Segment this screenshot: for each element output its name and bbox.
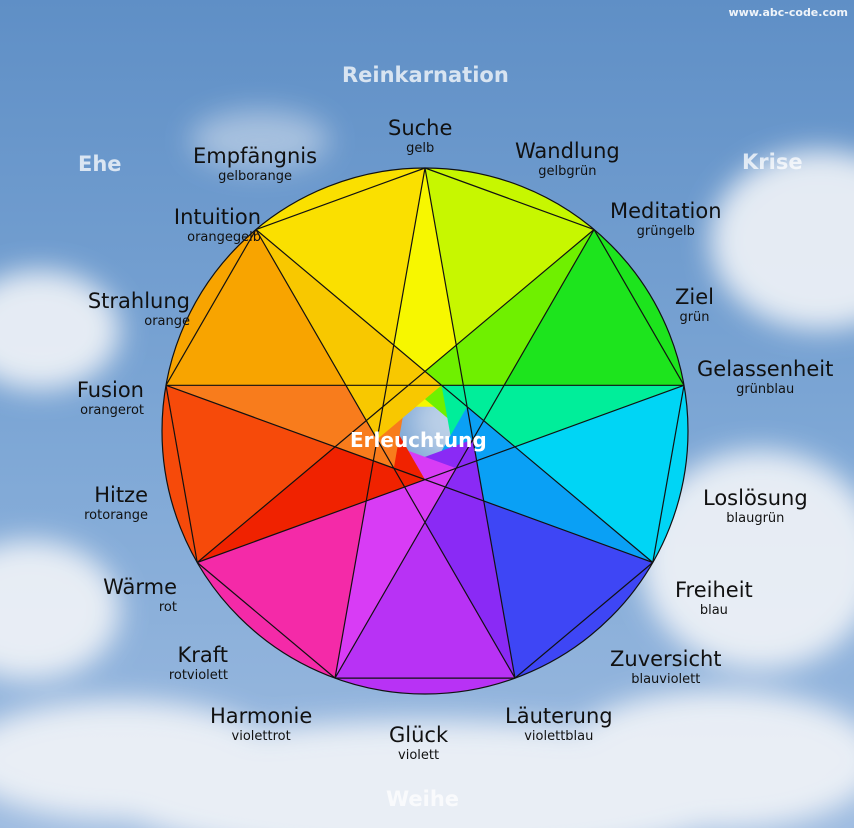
outer-label-top-right: Krise [742, 150, 803, 174]
segment-region-6 [162, 385, 425, 563]
segment-point-5 [335, 439, 457, 679]
star-outline [161, 167, 689, 695]
segment-name: Ziel [675, 285, 714, 309]
segment-color-name: gelb [406, 141, 435, 156]
segment-name: Empfängnis [193, 144, 318, 168]
segment-color-name: blauviolett [631, 672, 701, 687]
segment-color-name: grüngelb [636, 224, 695, 239]
nonagon-edge [165, 229, 257, 386]
segment-name: Strahlung [87, 289, 190, 313]
segment-color-name: orangegelb [187, 230, 261, 245]
nonagon-edge [255, 167, 426, 231]
nonagon-edge [165, 385, 198, 563]
segment-name: Zuversicht [610, 647, 722, 671]
nonagon-edge [514, 562, 654, 679]
segment-color-name: gelborange [218, 169, 292, 184]
segment-name: Freiheit [675, 578, 753, 602]
segment-name: Fusion [76, 378, 144, 402]
segment-name: Suche [388, 116, 453, 140]
segment-color-name: violettblau [524, 729, 594, 744]
nonagon-edge [652, 385, 685, 563]
segment-point-0 [382, 168, 468, 407]
segment-point-8 [255, 229, 442, 440]
site-url: www.abc-code.com [728, 6, 848, 19]
segment-name: Intuition [173, 205, 261, 229]
outer-label-top-left: Ehe [78, 152, 122, 176]
segment-color-name: blau [699, 603, 728, 618]
wheel-segments [162, 168, 688, 694]
segment-color-name: grünblau [736, 382, 795, 397]
segment-color-name: gelbgrün [538, 164, 597, 179]
segment-color-name: rot [158, 600, 177, 615]
segment-point-3 [425, 406, 653, 563]
segment-name: Loslösung [703, 486, 808, 510]
segment-name: Hitze [94, 483, 148, 507]
segment-name: Meditation [610, 199, 722, 223]
segment-name: Kraft [177, 643, 228, 667]
nonagon-edge [196, 562, 336, 679]
segment-color-name: violett [398, 748, 440, 763]
outer-label-top: Reinkarnation [342, 63, 509, 87]
segment-point-7 [166, 385, 409, 469]
segment-color-name: grün [679, 310, 710, 325]
segment-name: Gelassenheit [697, 357, 834, 381]
segment-color-name: rotorange [84, 508, 148, 523]
segment-name: Harmonie [210, 704, 313, 728]
segment-color-name: violettrot [231, 729, 291, 744]
segment-name: Wandlung [515, 139, 620, 163]
segment-color-name: orange [144, 314, 190, 329]
segment-color-name: orangerot [80, 403, 144, 418]
center-label: Erleuchtung [350, 428, 487, 452]
outer-label-bottom: Weihe [386, 787, 460, 811]
nonagon-edge [424, 167, 595, 231]
segment-name: Glück [389, 723, 449, 747]
segment-color-name: blaugrün [726, 511, 785, 526]
star-lines [165, 167, 685, 679]
segment-name: Läuterung [505, 704, 613, 728]
segment-name: Wärme [103, 575, 177, 599]
segment-color-name: rotviolett [168, 668, 228, 683]
nonagon-edge [593, 229, 685, 386]
